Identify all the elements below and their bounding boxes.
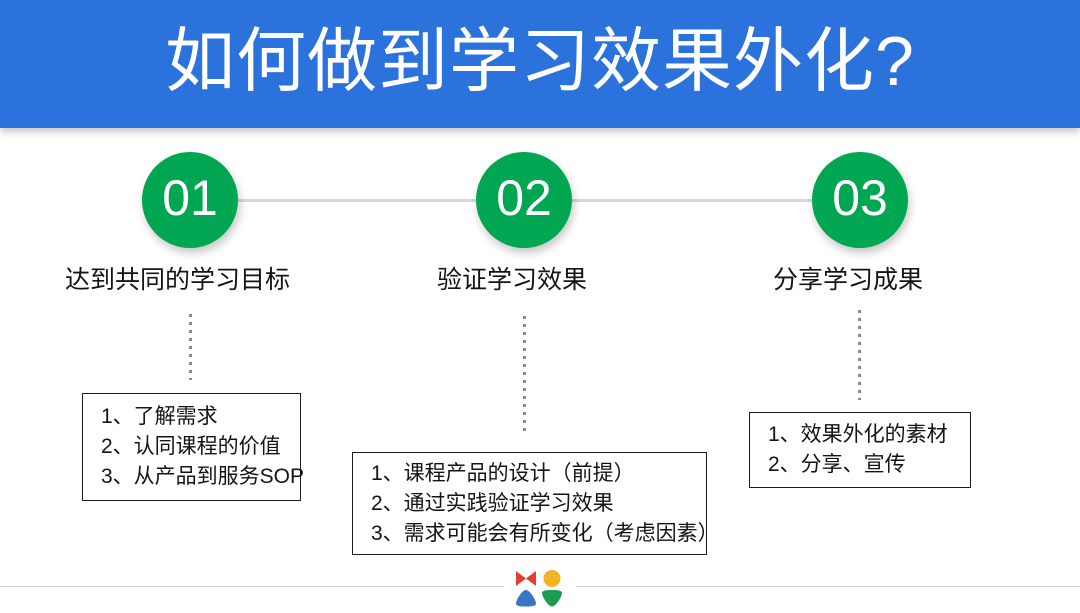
detail-list-01: 1、了解需求 2、认同课程的价值 3、从产品到服务SOP [83, 402, 305, 492]
step-number-03: 03 [832, 170, 888, 226]
dotted-connector-01 [189, 314, 192, 380]
four-petal-logo-icon [513, 569, 567, 608]
step-number-01: 01 [162, 170, 218, 226]
step-label-03: 分享学习成果 [773, 266, 924, 294]
list-item: 1、课程产品的设计（前提） [371, 461, 635, 485]
dotted-connector-02 [523, 316, 526, 436]
footer-divider-left [0, 586, 504, 587]
list-item: 1、效果外化的素材 [768, 423, 948, 446]
list-item: 2、分享、宣传 [768, 453, 906, 476]
header-banner [0, 0, 1080, 128]
list-item: 3、从产品到服务SOP [101, 465, 305, 488]
dotted-connector-03 [858, 310, 861, 400]
detail-box-03: 1、效果外化的素材 2、分享、宣传 [749, 412, 971, 488]
list-item: 1、了解需求 [101, 405, 218, 428]
detail-box-01: 1、了解需求 2、认同课程的价值 3、从产品到服务SOP [82, 393, 305, 501]
step-label-01: 达到共同的学习目标 [65, 266, 291, 294]
detail-list-03: 1、效果外化的素材 2、分享、宣传 [750, 420, 970, 480]
step-circle-01[interactable]: 01 [142, 152, 238, 248]
step-circle-03[interactable]: 03 [812, 152, 908, 248]
detail-list-02: 1、课程产品的设计（前提） 2、通过实践验证学习效果 3、需求可能会有所变化（考… [353, 459, 719, 549]
page-title: 如何做到学习效果外化? [165, 22, 915, 100]
step-circle-02[interactable]: 02 [476, 152, 572, 248]
step-label-02: 验证学习效果 [437, 266, 588, 294]
list-item: 2、认同课程的价值 [101, 435, 281, 458]
list-item: 2、通过实践验证学习效果 [371, 491, 614, 515]
list-item: 3、需求可能会有所变化（考虑因素） [371, 521, 719, 545]
step-number-02: 02 [496, 170, 552, 226]
detail-box-02: 1、课程产品的设计（前提） 2、通过实践验证学习效果 3、需求可能会有所变化（考… [352, 452, 719, 555]
footer-divider-right [576, 586, 1080, 587]
